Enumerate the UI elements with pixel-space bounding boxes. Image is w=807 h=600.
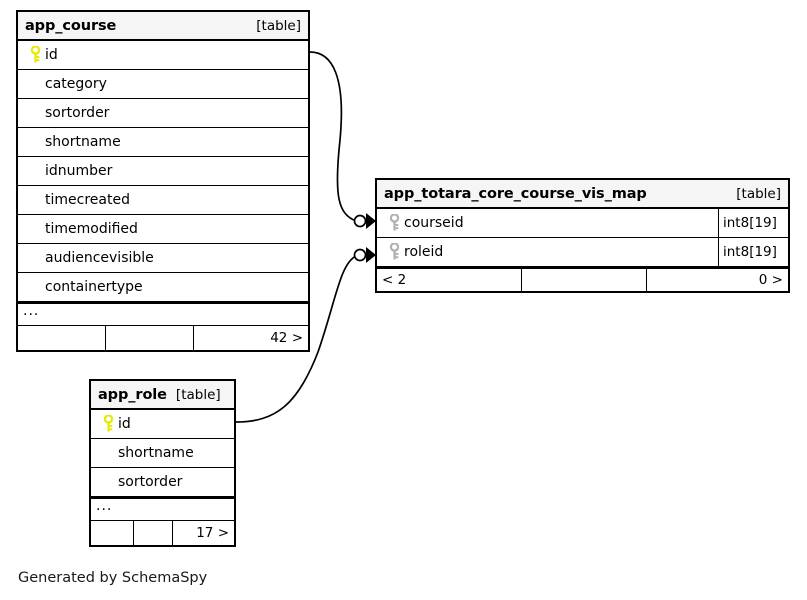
column-cell: containertype bbox=[18, 273, 308, 301]
column-label: id bbox=[45, 47, 58, 63]
column-cell: roleid bbox=[377, 238, 718, 266]
footer-left-cell bbox=[91, 521, 134, 545]
more-columns-label: ... bbox=[96, 497, 113, 514]
table-app-course[interactable]: app_course [table] id category bbox=[16, 10, 310, 352]
column-cell: id bbox=[91, 410, 234, 438]
footer-right-cell: 0 > bbox=[647, 269, 788, 291]
footer-middle-cell bbox=[134, 521, 173, 545]
column-cell: timemodified bbox=[18, 215, 308, 243]
table-title-app-course: app_course bbox=[25, 17, 117, 34]
column-label: timemodified bbox=[45, 221, 138, 237]
table-tag-app-role: [table] bbox=[175, 386, 221, 403]
table-row[interactable]: audiencevisible bbox=[18, 244, 308, 273]
table-app-totara-core-course-vis-map[interactable]: app_totara_core_course_vis_map [table] c… bbox=[375, 178, 790, 293]
footer-left-label: < 2 bbox=[382, 272, 407, 288]
table-footer-app-role: 17 > bbox=[91, 521, 234, 545]
column-cell: timecreated bbox=[18, 186, 308, 214]
column-cell: id bbox=[18, 41, 308, 69]
table-footer-vis-map: < 2 0 > bbox=[377, 267, 788, 291]
column-label: shortname bbox=[45, 134, 121, 150]
table-header-app-course: app_course [table] bbox=[18, 12, 308, 41]
primary-key-icon bbox=[25, 46, 45, 64]
footer-right-label: 17 > bbox=[196, 525, 229, 541]
column-label: audiencevisible bbox=[45, 250, 154, 266]
table-row[interactable]: timecreated bbox=[18, 186, 308, 215]
column-cell: courseid bbox=[377, 209, 718, 237]
table-row[interactable]: containertype bbox=[18, 273, 308, 302]
foreign-key-icon bbox=[384, 214, 404, 232]
table-header-app-role: app_role [table] bbox=[91, 381, 234, 410]
column-type-label: int8[19] bbox=[723, 244, 777, 260]
footer-left-cell bbox=[18, 326, 106, 350]
column-cell: shortname bbox=[91, 439, 234, 467]
table-tag-app-course: [table] bbox=[256, 17, 301, 34]
column-type: int8[19] bbox=[718, 238, 788, 266]
table-row[interactable]: roleid int8[19] bbox=[377, 238, 788, 267]
column-label: category bbox=[45, 76, 107, 92]
table-title-app-role: app_role bbox=[98, 386, 167, 403]
footer-right-cell: 42 > bbox=[194, 326, 308, 350]
table-footer-app-course: 42 > bbox=[18, 326, 308, 350]
footer-right-label: 0 > bbox=[758, 272, 783, 288]
column-label: timecreated bbox=[45, 192, 130, 208]
column-cell: idnumber bbox=[18, 157, 308, 185]
column-cell: shortname bbox=[18, 128, 308, 156]
table-row[interactable]: category bbox=[18, 70, 308, 99]
table-row[interactable]: shortname bbox=[91, 439, 234, 468]
generated-by-credit: Generated by SchemaSpy bbox=[18, 570, 208, 586]
column-label: roleid bbox=[404, 244, 444, 260]
column-label: courseid bbox=[404, 215, 464, 231]
table-row[interactable]: id bbox=[91, 410, 234, 439]
more-columns-indicator[interactable]: ... bbox=[18, 302, 308, 326]
column-cell: sortorder bbox=[91, 468, 234, 496]
column-cell: sortorder bbox=[18, 99, 308, 127]
table-row[interactable]: sortorder bbox=[91, 468, 234, 497]
table-row[interactable]: courseid int8[19] bbox=[377, 209, 788, 238]
column-label: id bbox=[118, 416, 131, 432]
column-type: int8[19] bbox=[718, 209, 788, 237]
footer-right-label: 42 > bbox=[270, 330, 303, 346]
table-title-vis-map: app_totara_core_course_vis_map bbox=[384, 185, 647, 202]
more-columns-indicator[interactable]: ... bbox=[91, 497, 234, 521]
primary-key-icon bbox=[98, 415, 118, 433]
footer-left-cell: < 2 bbox=[377, 269, 522, 291]
column-label: sortorder bbox=[118, 474, 183, 490]
more-columns-label: ... bbox=[23, 302, 40, 319]
column-label: sortorder bbox=[45, 105, 110, 121]
column-label: containertype bbox=[45, 279, 143, 295]
table-row[interactable]: shortname bbox=[18, 128, 308, 157]
table-row[interactable]: timemodified bbox=[18, 215, 308, 244]
footer-right-cell: 17 > bbox=[173, 521, 234, 545]
table-row[interactable]: id bbox=[18, 41, 308, 70]
column-label: idnumber bbox=[45, 163, 113, 179]
column-label: shortname bbox=[118, 445, 194, 461]
foreign-key-icon bbox=[384, 243, 404, 261]
table-row[interactable]: sortorder bbox=[18, 99, 308, 128]
table-row[interactable]: idnumber bbox=[18, 157, 308, 186]
edge-endpoint-zero-courseid bbox=[353, 214, 367, 228]
edge-course-id-to-courseid bbox=[309, 51, 357, 222]
column-cell: category bbox=[18, 70, 308, 98]
footer-middle-cell bbox=[522, 269, 647, 291]
column-type-label: int8[19] bbox=[723, 215, 777, 231]
table-app-role[interactable]: app_role [table] id shortname bbox=[89, 379, 236, 547]
footer-middle-cell bbox=[106, 326, 194, 350]
table-header-vis-map: app_totara_core_course_vis_map [table] bbox=[377, 180, 788, 209]
table-tag-vis-map: [table] bbox=[736, 185, 781, 202]
edge-endpoint-zero-roleid bbox=[353, 248, 367, 262]
column-cell: audiencevisible bbox=[18, 244, 308, 272]
